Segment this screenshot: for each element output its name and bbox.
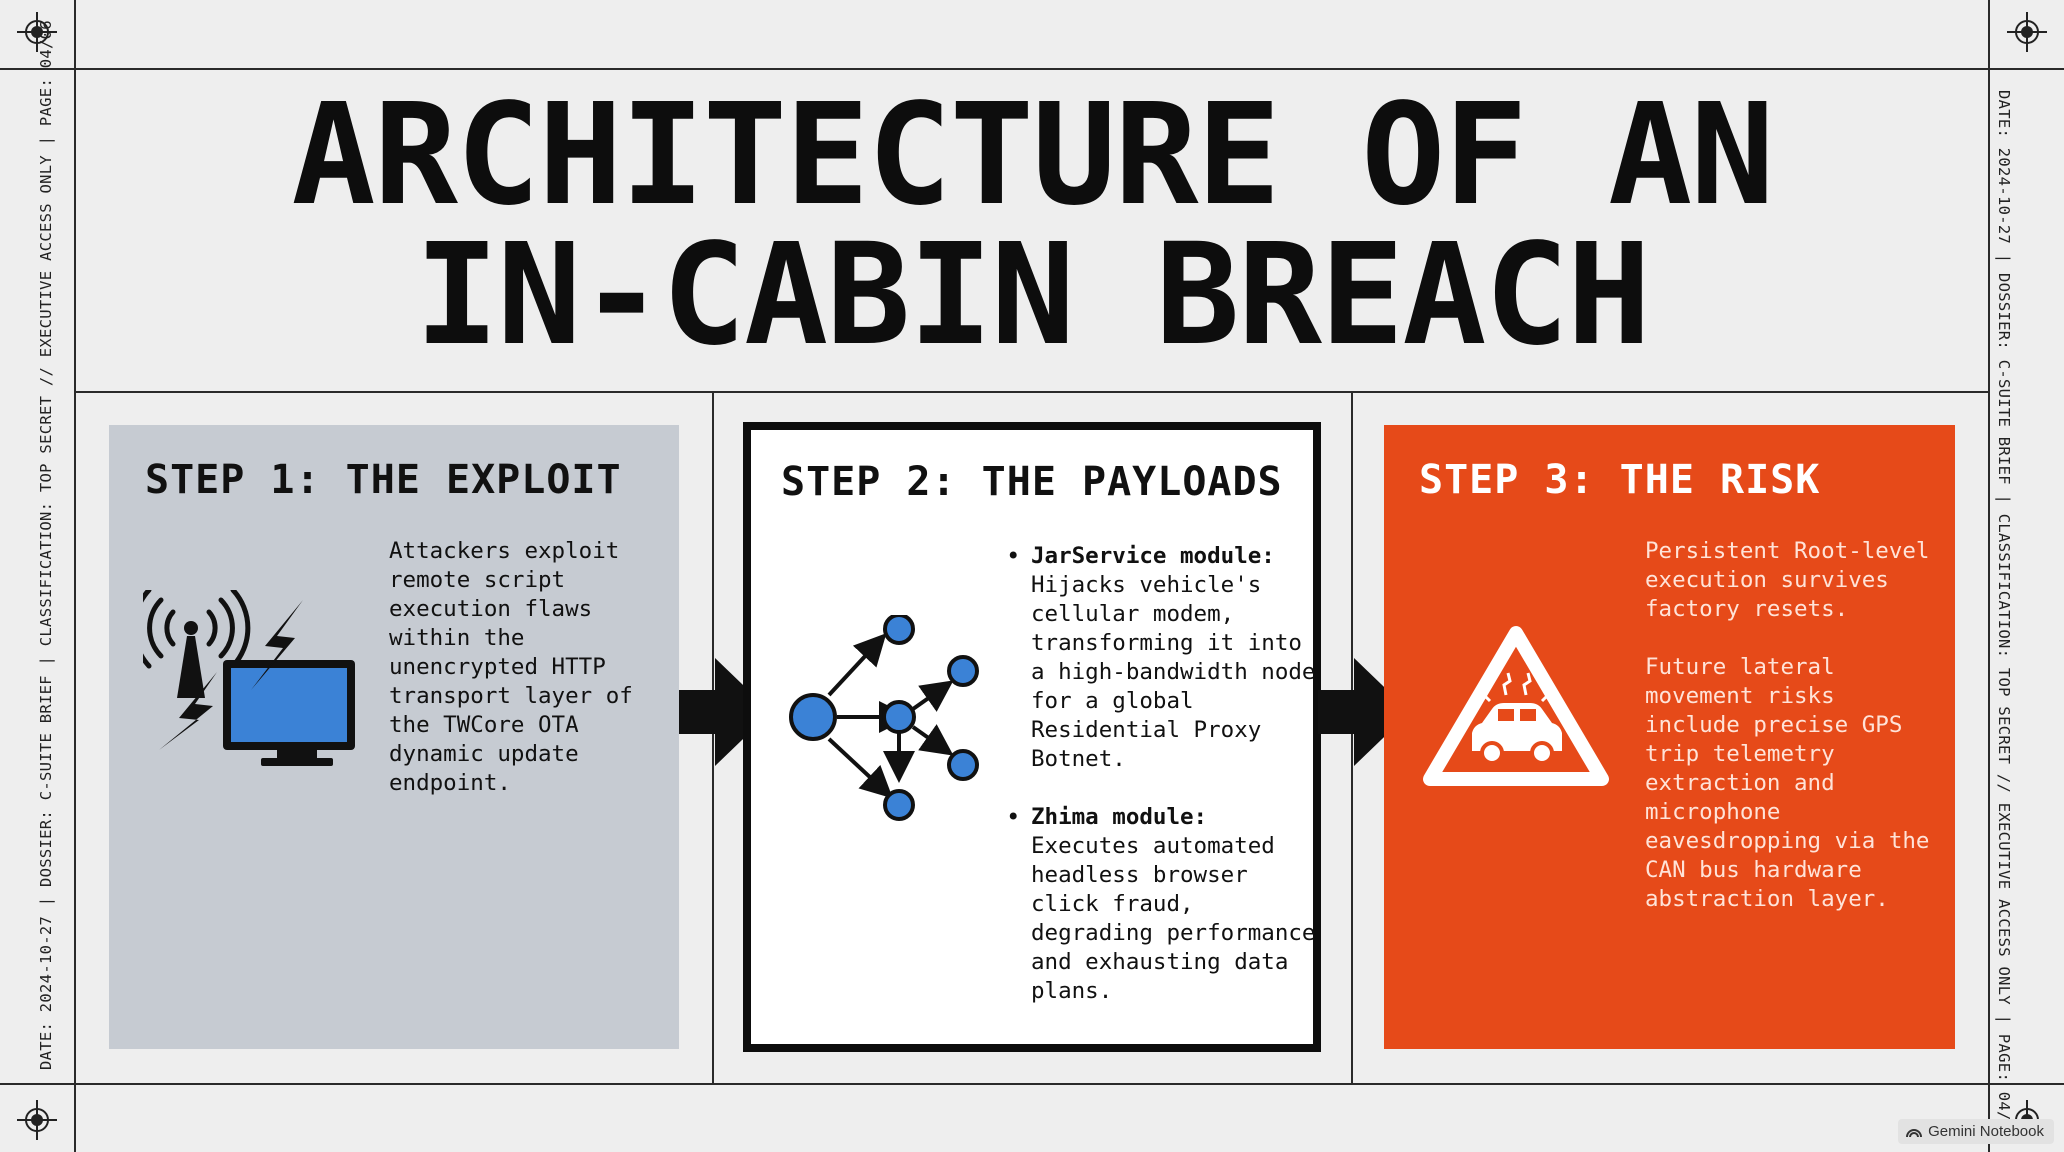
step-1-description: Attackers exploit remote script executio… — [389, 538, 633, 796]
payload-list: JarService module: Hijacks vehicle's cel… — [1006, 542, 1324, 1035]
frame-line-right — [1988, 0, 1990, 1152]
network-nodes-icon — [789, 615, 979, 821]
page-title-line-1: ARCHITECTURE OF AN — [291, 74, 1774, 237]
frame-line-left — [74, 0, 76, 1152]
crosshair-icon — [17, 1100, 57, 1140]
arrow-right-icon — [679, 658, 771, 766]
frame-line-col-2 — [1351, 391, 1353, 1083]
frame-line-top — [0, 68, 2064, 70]
gemini-notebook-badge: Gemini Notebook — [1898, 1119, 2054, 1144]
page-title: ARCHITECTURE OF AN IN-CABIN BREACH — [78, 86, 1986, 366]
payload-name: JarService module: — [1031, 543, 1275, 569]
crosshair-icon — [17, 12, 57, 52]
step-1-title: STEP 1: THE EXPLOIT — [145, 457, 622, 503]
payload-description: Executes automated headless browser clic… — [1031, 833, 1316, 1004]
side-metadata-left: DATE: 2024-10-27 | DOSSIER: C-SUITE BRIE… — [37, 20, 55, 1070]
payload-description: Hijacks vehicle's cellular modem, transf… — [1031, 572, 1316, 772]
crosshair-icon — [2007, 12, 2047, 52]
step-2-title: STEP 2: THE PAYLOADS — [781, 459, 1283, 505]
wireless-attack-monitor-icon — [143, 590, 355, 766]
step-3-description-1: Persistent Root-level execution survives… — [1645, 538, 1930, 622]
arrow-right-icon — [1318, 658, 1410, 766]
step-3-description-2: Future lateral movement risks include pr… — [1645, 654, 1930, 912]
step-1-panel: STEP 1: THE EXPLOIT Attackers exploit re… — [109, 425, 679, 1049]
payload-name: Zhima module: — [1031, 804, 1208, 830]
step-2-panel: STEP 2: THE PAYLOADS — [743, 422, 1321, 1052]
car-warning-icon — [1423, 626, 1609, 786]
side-metadata-right: DATE: 2024-10-27 | DOSSIER: C-SUITE BRIE… — [1995, 90, 2013, 1140]
list-item: Zhima module: Executes automated headles… — [1006, 803, 1324, 1006]
frame-line-bottom — [0, 1083, 2064, 1085]
list-item: JarService module: Hijacks vehicle's cel… — [1006, 542, 1324, 774]
page-title-line-2: IN-CABIN BREACH — [414, 214, 1651, 377]
frame-line-title-divider — [74, 391, 1990, 393]
step-3-title: STEP 3: THE RISK — [1419, 457, 1821, 503]
notebook-logo-icon — [1906, 1128, 1923, 1137]
step-3-panel: STEP 3: THE RISK Persistent Root-level e… — [1384, 425, 1955, 1049]
frame-line-col-1 — [712, 391, 714, 1083]
badge-label: Gemini Notebook — [1928, 1123, 2044, 1140]
